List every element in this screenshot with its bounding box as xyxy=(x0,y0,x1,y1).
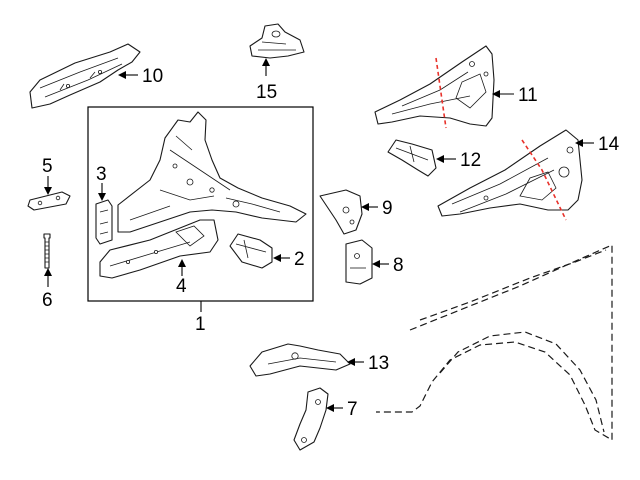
part-8-plate xyxy=(345,239,373,285)
cut-line-14 xyxy=(521,139,567,221)
callout-8: 8 xyxy=(393,255,404,276)
callout-4: 4 xyxy=(176,276,187,297)
callout-11: 11 xyxy=(518,85,538,106)
cut-lines xyxy=(435,57,567,221)
callout-12: 12 xyxy=(460,150,481,171)
callout-9: 9 xyxy=(382,198,393,219)
part-14-lower-apron xyxy=(437,129,583,217)
part-6-stud xyxy=(43,233,51,269)
callout-2: 2 xyxy=(294,249,305,270)
callout-7: 7 xyxy=(347,399,358,420)
part-12-reinforcement xyxy=(387,139,437,177)
part-2-bracket xyxy=(229,233,273,269)
callout-15: 15 xyxy=(256,82,277,103)
callout-10: 10 xyxy=(142,66,163,87)
callout-5: 5 xyxy=(42,156,53,177)
callout-6: 6 xyxy=(42,290,53,311)
callout-1: 1 xyxy=(195,314,206,335)
callout-14: 14 xyxy=(598,134,620,155)
callout-labels: 10 15 11 12 14 9 8 2 3 4 5 6 1 13 7 xyxy=(42,66,620,420)
callout-3: 3 xyxy=(96,164,107,185)
part-15-bracket xyxy=(249,23,305,59)
cut-line-11 xyxy=(435,57,447,129)
part-13-brace xyxy=(249,343,351,377)
callout-13: 13 xyxy=(368,353,389,374)
part-11-upper-apron xyxy=(374,45,495,127)
part-5-clip xyxy=(27,191,71,211)
part-7-bracket xyxy=(293,387,329,451)
part-4-lower-rail xyxy=(99,219,219,279)
fender-outline xyxy=(376,244,613,442)
part-3-bracket xyxy=(95,199,113,245)
part-9-bracket xyxy=(319,189,363,235)
leader-lines xyxy=(44,58,594,412)
part-1-apron-assembly xyxy=(95,111,307,279)
part-10-upper-rail xyxy=(29,43,141,109)
